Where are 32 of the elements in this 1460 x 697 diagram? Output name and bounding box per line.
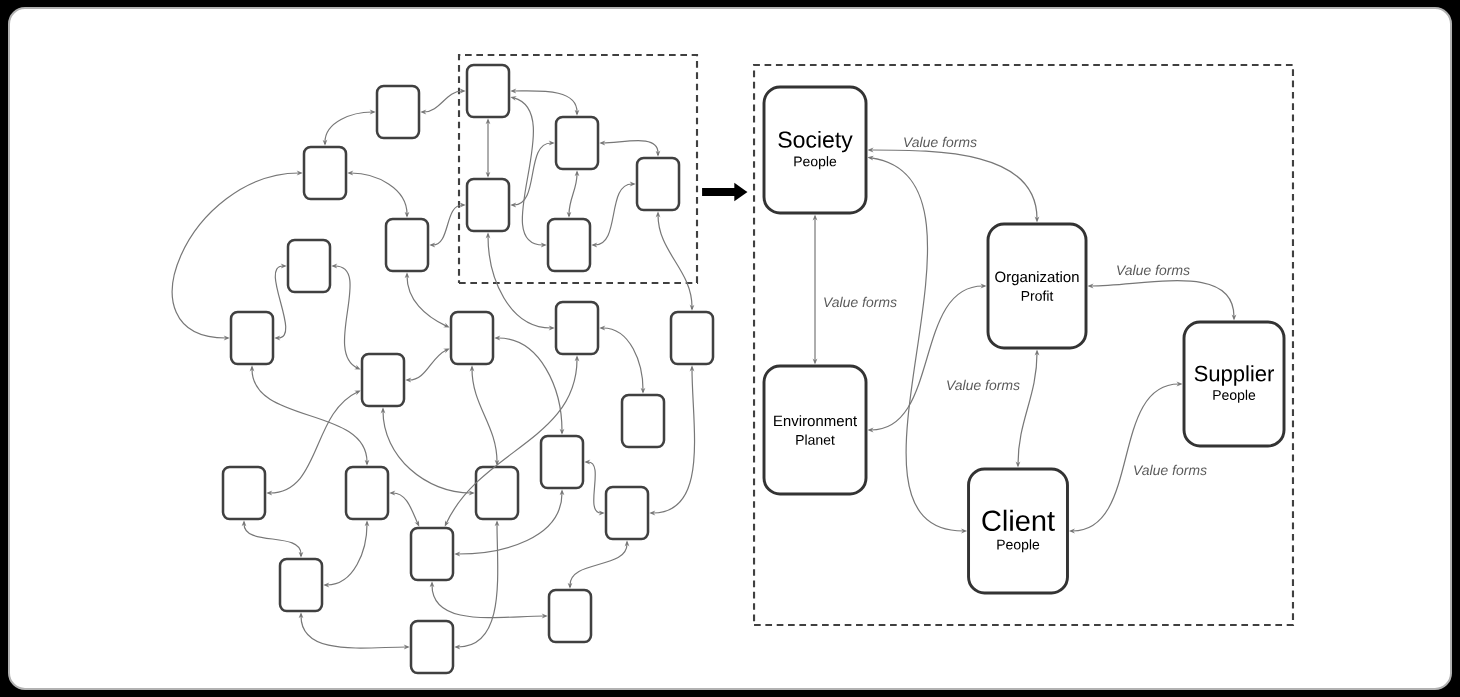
empty-box: [449, 310, 495, 366]
empty-box: [302, 145, 348, 201]
process-box: Society People: [762, 85, 868, 215]
empty-box: [465, 63, 511, 119]
process-box: Environment Planet: [762, 364, 868, 496]
process-box: Organization Profit: [986, 222, 1088, 350]
empty-box: [554, 115, 600, 171]
empty-box: [547, 588, 593, 644]
arrow: [274, 263, 287, 341]
empty-box: [375, 84, 421, 140]
empty-box: [384, 217, 430, 273]
empty-box: [229, 310, 275, 366]
empty-box: [286, 238, 332, 294]
empty-box: [554, 300, 600, 356]
dashed-frame: [457, 53, 699, 285]
process-box: Supplier People: [1182, 320, 1286, 448]
empty-box: [278, 557, 324, 613]
process-box: Client People: [967, 467, 1069, 595]
empty-box: [409, 526, 455, 582]
empty-box: [546, 217, 592, 273]
empty-box: [669, 310, 715, 366]
empty-box: [539, 434, 585, 490]
dashed-frame: [752, 63, 1295, 627]
empty-box: [221, 465, 267, 521]
empty-box: [465, 177, 511, 233]
empty-box: [360, 352, 406, 408]
empty-box: [635, 156, 681, 212]
empty-box: [409, 619, 455, 675]
empty-box: [604, 485, 650, 541]
empty-box: [344, 465, 390, 521]
empty-box: [474, 465, 520, 521]
empty-box: [620, 393, 666, 449]
